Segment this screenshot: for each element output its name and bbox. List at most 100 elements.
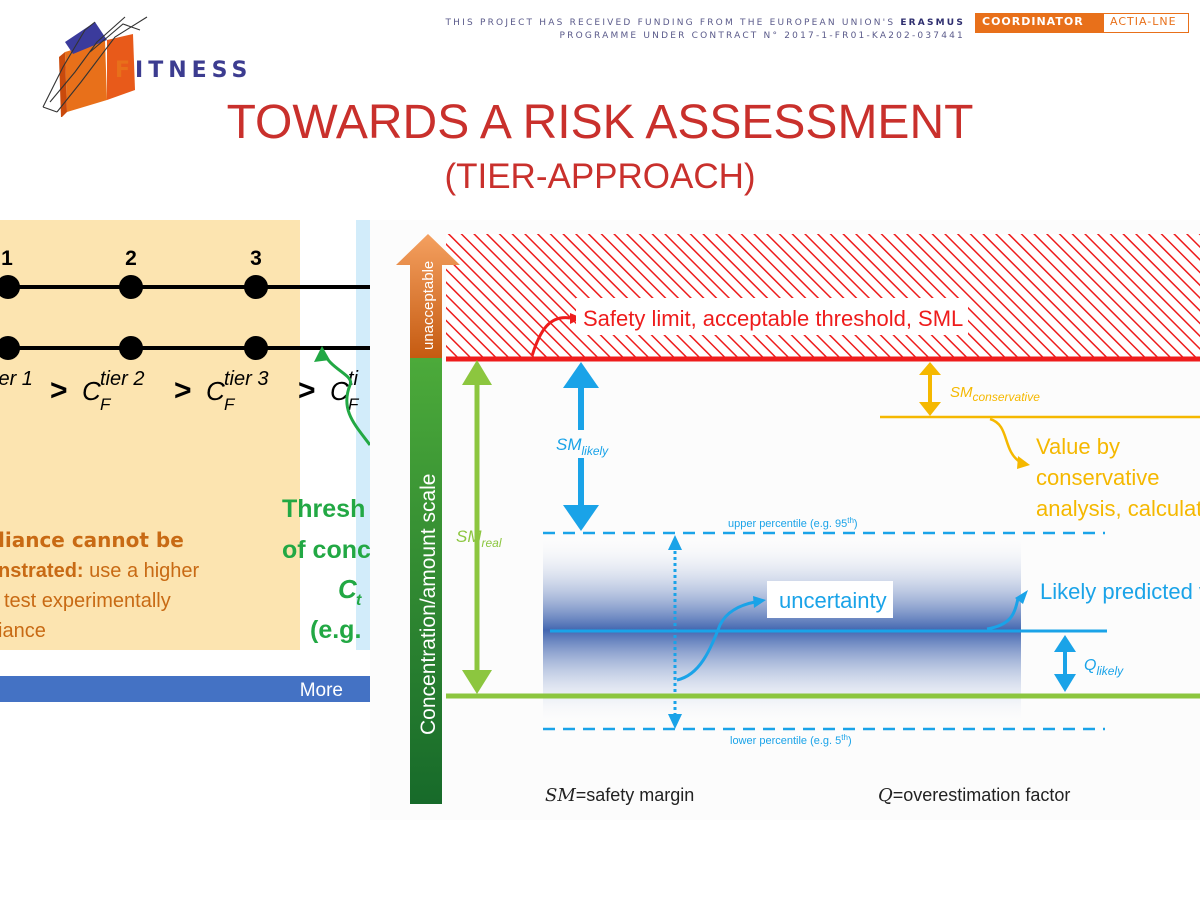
- fitness-logo-icon: [42, 16, 148, 117]
- ineq-gt2: >: [174, 374, 192, 407]
- legend-safety-margin: SM=safety margin: [545, 785, 694, 806]
- uncertainty-pointer: [676, 600, 756, 682]
- compliance-line2: nstrated: use a higher: [0, 560, 200, 582]
- logo-initial: F: [115, 58, 136, 83]
- coordinator-badge: COORDINATOR ACTIA-LNE: [975, 13, 1189, 33]
- scale-axis-label: Concentration/amount scale: [417, 474, 440, 736]
- lower-percentile-close: ): [848, 735, 852, 747]
- unacceptable-label: unacceptable: [420, 261, 437, 350]
- compliance-line3: test experimentally: [4, 590, 171, 612]
- coordinator-label: COORDINATOR: [976, 14, 1104, 32]
- uncertainty-range-down: [668, 714, 682, 729]
- sm-likely-sub: likely: [582, 444, 610, 458]
- tier-inequality: ier 1 > C tier 2 F > C tier 3 F > C ti F: [0, 368, 360, 414]
- sm-real-label: SMreal: [456, 527, 502, 550]
- upper-percentile-label: upper percentile (e.g. 95th): [728, 516, 858, 530]
- tier-number-1: 1: [1, 247, 13, 270]
- ineq-f4: F: [348, 395, 360, 414]
- more-label: More: [300, 680, 343, 701]
- conservative-pointer-head: [1017, 456, 1030, 469]
- threshold-text-1: Thresh: [282, 495, 365, 523]
- likely-predicted-pointer-head: [1015, 590, 1028, 604]
- sm-likely-base: SM: [556, 435, 582, 454]
- likely-predicted-label: Likely predicted v: [1040, 579, 1200, 604]
- threshold-arrowhead: [314, 346, 330, 362]
- tier-dot: [119, 336, 143, 360]
- conservative-label-3: analysis, calculat: [1036, 496, 1200, 521]
- compliance-line1: liance cannot be: [0, 528, 184, 552]
- uncertainty-pointer-head: [753, 596, 766, 608]
- ineq-gt1: >: [50, 374, 68, 407]
- sm-real-base: SM: [456, 527, 482, 546]
- compliance-line2-bold: nstrated:: [0, 560, 84, 582]
- lower-percentile-text: lower percentile (e.g. 5: [730, 735, 841, 747]
- threshold-symbol: C: [338, 574, 358, 604]
- tier-dot: [0, 275, 20, 299]
- uncertainty-box: [767, 581, 893, 618]
- slide-title: TOWARDS A RISK ASSESSMENT: [226, 96, 974, 149]
- q-likely-arrow-down: [1054, 674, 1076, 692]
- funding-notice: THIS PROJECT HAS RECEIVED FUNDING FROM T…: [405, 17, 965, 43]
- upper-percentile-text: upper percentile (e.g. 95: [728, 518, 847, 530]
- unacceptable-zone: [446, 234, 1200, 360]
- fitness-wordmark: FITNESS: [115, 58, 252, 83]
- funding-line1-bold: ERASMUS: [900, 18, 965, 28]
- tier-dot: [244, 336, 268, 360]
- sm-likely-label: SMlikely: [556, 435, 609, 458]
- tier-panel: More 1 2 3 ier 1 > C tier 2 F > C tier 3…: [0, 220, 370, 702]
- threshold-text-2: of conc: [282, 536, 370, 564]
- ineq-f2: F: [100, 395, 112, 414]
- sm-real-sub: real: [482, 536, 502, 550]
- conservative-pointer: [989, 417, 1021, 464]
- sm-conservative-base: SM: [950, 384, 973, 401]
- tier-dot: [244, 275, 268, 299]
- funding-line1-prefix: THIS PROJECT HAS RECEIVED FUNDING FROM T…: [445, 18, 896, 28]
- coordinator-name: ACTIA-LNE: [1110, 15, 1177, 28]
- sm-conservative-sub: conservative: [973, 390, 1041, 404]
- conservative-label-2: conservative: [1036, 465, 1160, 490]
- legend-sm-text: =safety margin: [576, 785, 695, 805]
- funding-line2: PROGRAMME UNDER CONTRACT N° 2017-1-FR01-…: [559, 31, 965, 41]
- lower-percentile-sup: th: [841, 733, 848, 742]
- compliance-line4: iance: [0, 620, 46, 642]
- sm-likely-arrow-down: [563, 505, 599, 531]
- q-likely-label: Qlikely: [1084, 657, 1124, 678]
- legend-sm-symbol: SM: [545, 785, 576, 806]
- q-likely-base: Q: [1084, 657, 1096, 674]
- safety-limit-box: [576, 298, 968, 335]
- logo-rest: ITNESS: [135, 58, 253, 83]
- ineq-t2: tier 2: [100, 368, 144, 390]
- tier-number-3: 3: [250, 247, 262, 270]
- tier-number-2: 2: [125, 247, 137, 270]
- threshold-arrow: [320, 349, 370, 446]
- safety-limit-label: Safety limit, acceptable threshold, SML: [583, 306, 963, 331]
- ineq-t4: ti: [348, 368, 359, 390]
- slide-subtitle: (TIER-APPROACH): [0, 157, 1200, 197]
- safety-limit-pointer: [530, 316, 571, 357]
- q-likely-sub: likely: [1096, 664, 1124, 678]
- sm-real-arrow-down: [462, 670, 492, 694]
- upper-percentile-sup: th: [847, 516, 854, 525]
- ineq-t1: ier 1: [0, 368, 33, 390]
- more-bar: [0, 676, 370, 702]
- compliance-line2-rest: use a higher: [84, 560, 200, 582]
- threshold-text-4: (e.g.: [310, 616, 361, 644]
- ineq-gt3: >: [298, 374, 316, 407]
- legend-overestimation: Q=overestimation factor: [878, 785, 1070, 806]
- scale-axis: [410, 358, 442, 804]
- legend-q-text: =overestimation factor: [893, 785, 1071, 805]
- sm-conservative-arrow-up: [919, 362, 941, 375]
- ineq-c3: C: [206, 376, 225, 406]
- ineq-f3: F: [224, 395, 236, 414]
- sm-conservative-label: SMconservative: [950, 384, 1040, 404]
- sm-conservative-arrow-down: [919, 402, 941, 416]
- threshold-symbol-sub: t: [356, 592, 362, 609]
- lower-percentile-label: lower percentile (e.g. 5th): [730, 733, 852, 747]
- likely-predicted-pointer: [986, 597, 1020, 631]
- risk-diagram: unacceptable Concentration/amount scale …: [370, 220, 1200, 820]
- unacceptable-arrow: [396, 234, 460, 360]
- conservative-label-1: Value by: [1036, 434, 1120, 459]
- uncertainty-range-up: [668, 535, 682, 550]
- ineq-c2: C: [82, 376, 101, 406]
- upper-percentile-close: ): [854, 518, 858, 530]
